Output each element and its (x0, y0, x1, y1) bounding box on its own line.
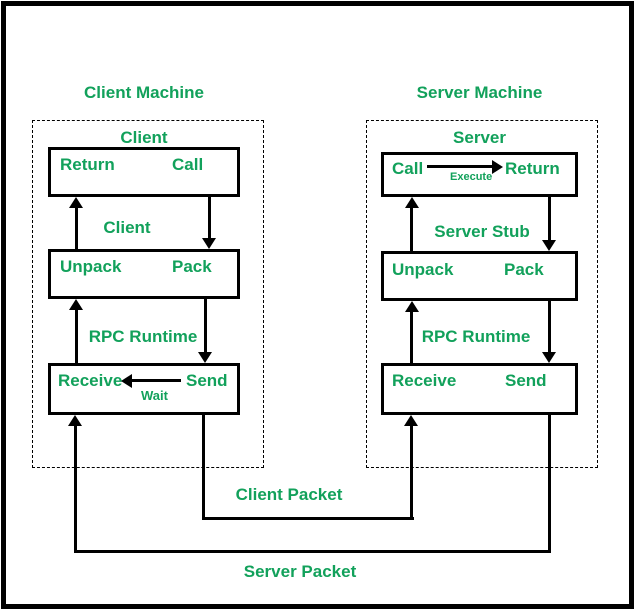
server-box-title: Server (453, 128, 506, 147)
client-machine-title: Client Machine (84, 83, 204, 102)
client-stub-box (48, 249, 240, 299)
server-runtime-box (381, 363, 578, 415)
server-machine-title: Server Machine (416, 83, 543, 102)
server-receive-label: Receive (392, 371, 457, 390)
client-box (48, 147, 240, 197)
wait-arrow-head (121, 374, 132, 388)
server-packet-line-down (548, 415, 551, 553)
server-packet-arrow-head (68, 415, 82, 426)
server-call-label: Call (392, 159, 424, 178)
arrow-pack-to-receive-server-line (548, 301, 551, 352)
client-packet-label: Client Packet (235, 485, 343, 504)
server-execute-label: Execute (450, 171, 493, 183)
server-packet-line-across (74, 550, 551, 553)
server-stub-label: Server Stub (434, 222, 530, 241)
client-receive-label: Receive (58, 371, 123, 390)
arrow-unpack-to-call-line (410, 207, 413, 251)
client-runtime-box (48, 363, 240, 415)
client-machine-boundary (32, 120, 264, 468)
arrow-pack-to-send-head (198, 352, 212, 363)
arrow-call-to-pack-head (202, 238, 216, 249)
arrow-unpack-to-call-head (405, 197, 419, 208)
client-runtime-label: RPC Runtime (88, 327, 198, 346)
server-runtime-label: RPC Runtime (421, 327, 531, 346)
client-packet-line-down (202, 415, 205, 520)
server-packet-line-up (74, 425, 77, 553)
arrow-pack-to-send-line (204, 299, 207, 352)
arrow-receive-to-unpack-head (69, 299, 83, 310)
arrow-receive-to-unpack-line (75, 309, 78, 363)
server-machine-boundary (366, 120, 598, 468)
client-pack-label: Pack (172, 257, 212, 276)
client-send-label: Send (186, 371, 228, 390)
client-unpack-label: Unpack (60, 257, 122, 276)
arrow-return-to-pack-head (542, 240, 556, 251)
client-wait-label: Wait (141, 388, 168, 403)
server-pack-label: Pack (504, 260, 544, 279)
client-box-title: Client (120, 128, 168, 147)
server-return-label: Return (505, 159, 560, 178)
client-packet-arrow-head (404, 415, 418, 426)
server-box (381, 152, 578, 197)
execute-arrow-head (492, 160, 503, 174)
arrow-return-to-pack-line (548, 197, 551, 240)
execute-arrow-line (427, 165, 493, 168)
client-packet-line-across (202, 517, 414, 520)
arrow-call-to-pack-line (208, 197, 211, 240)
server-stub-box (381, 251, 578, 301)
server-packet-label: Server Packet (243, 562, 357, 581)
arrow-pack-to-receive-server-head (542, 352, 556, 363)
server-unpack-label: Unpack (392, 260, 454, 279)
arrow-unpack-to-return-head (69, 197, 83, 208)
wait-arrow-line (131, 379, 181, 382)
client-stub-label: Client (103, 218, 151, 237)
client-packet-line-up (410, 425, 413, 520)
arrow-receive-to-unpack-server-head (405, 301, 419, 312)
arrow-unpack-to-return-line (75, 207, 78, 249)
arrow-receive-to-unpack-server-line (410, 311, 413, 363)
server-send-label: Send (505, 371, 547, 390)
client-return-label: Return (60, 155, 115, 174)
client-call-label: Call (172, 155, 204, 174)
